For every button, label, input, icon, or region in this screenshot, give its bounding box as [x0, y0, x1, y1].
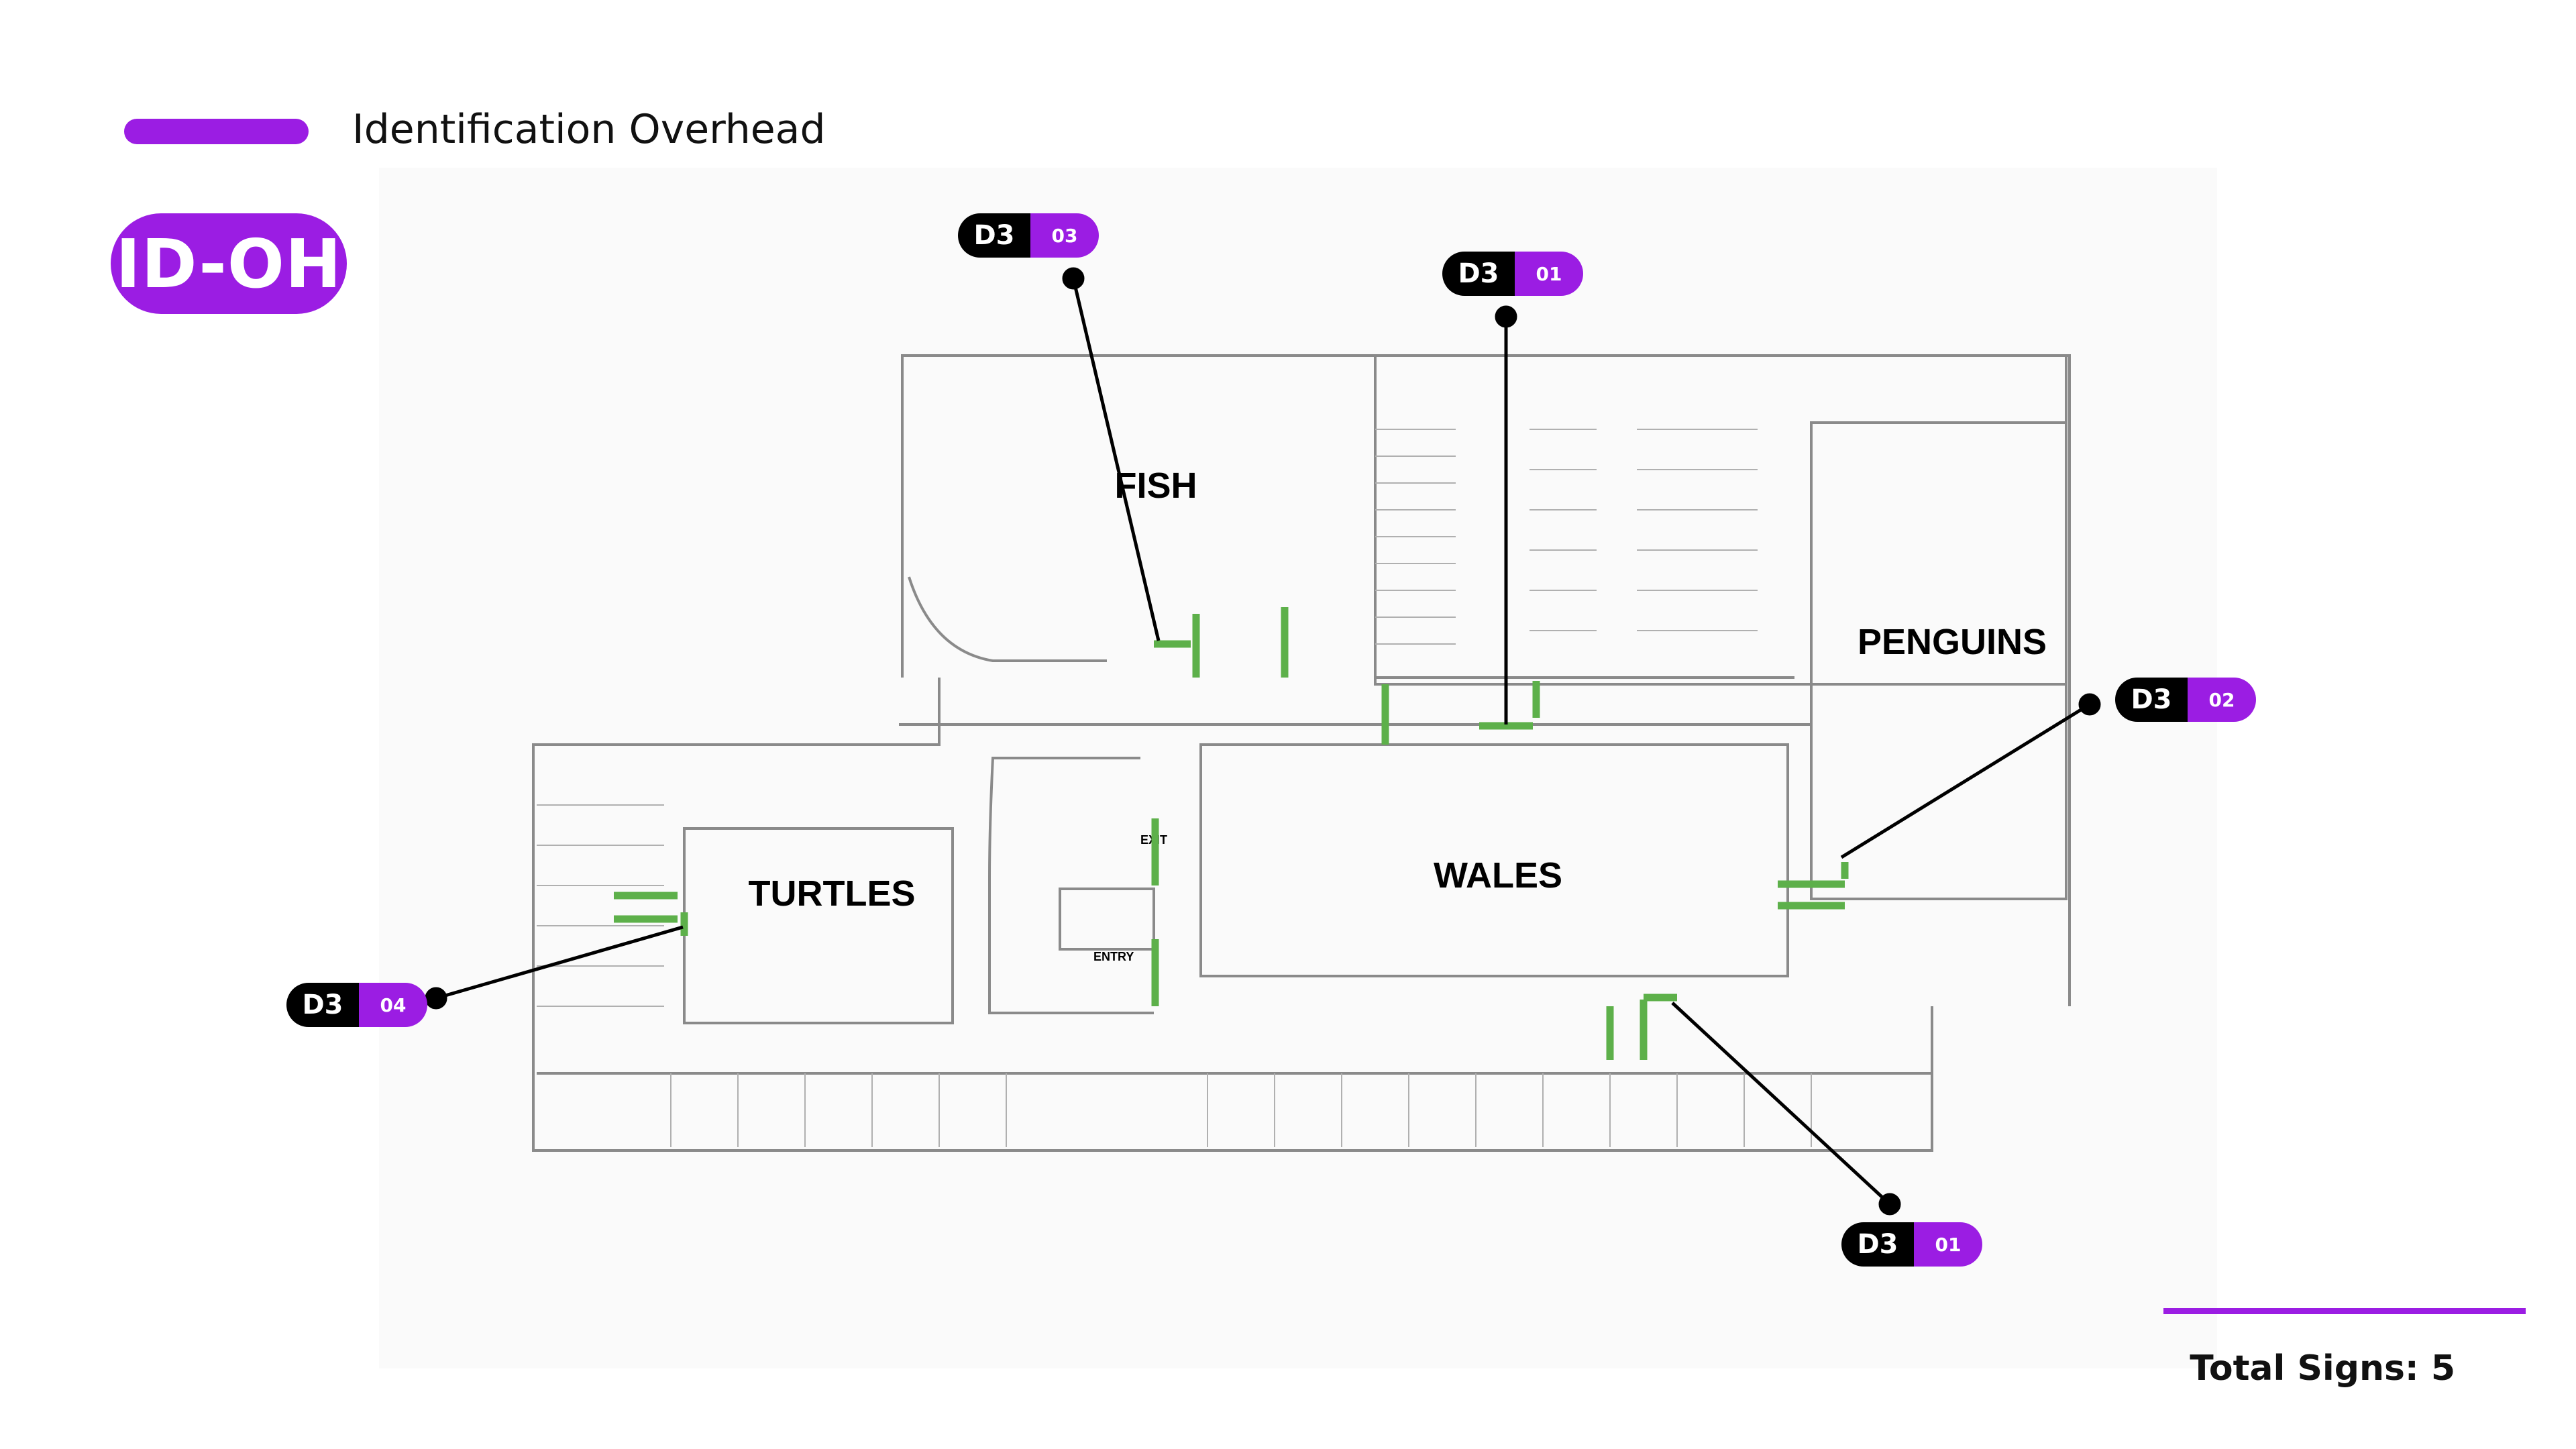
area-label-fish: FISH [1114, 466, 1197, 506]
callout-pill: D3 01 [1442, 252, 1583, 296]
total-signs-label: Total Signs: 5 [2190, 1348, 2455, 1389]
callout-type: D3 [1841, 1222, 1914, 1267]
total-rule [2163, 1308, 2526, 1314]
plan-walls [532, 354, 2071, 1152]
area-label-penguins: PENGUINS [1858, 622, 2047, 662]
leader-dot [1062, 267, 1085, 290]
callout-type: D3 [2115, 678, 2188, 722]
sign-markers [614, 607, 1849, 1060]
callout-number: 04 [359, 983, 427, 1027]
map-background [379, 168, 2217, 1368]
sign-code-badge: ID-OH [111, 213, 347, 314]
parking-stalls [537, 429, 1812, 1147]
leader-dot [2078, 693, 2101, 716]
callout-pill: D3 03 [958, 213, 1099, 258]
callout-pill: D3 01 [1841, 1222, 1982, 1267]
leader-line [1840, 702, 2091, 859]
callout-type: D3 [1442, 252, 1515, 296]
entry-label: ENTRY [1093, 950, 1134, 963]
leader-dot [1495, 305, 1517, 328]
leader-dot [425, 987, 447, 1010]
callout-number: 03 [1030, 213, 1099, 258]
legend-label: Identification Overhead [352, 106, 826, 153]
callout-type: D3 [958, 213, 1030, 258]
area-label-turtles: TURTLES [749, 873, 916, 914]
leader-line [435, 925, 684, 1000]
callout-number: 02 [2188, 678, 2256, 722]
callout-number: 01 [1515, 252, 1583, 296]
legend-swatch [124, 119, 309, 144]
callout-leaders [425, 267, 2101, 1216]
area-label-wales: WALES [1434, 855, 1562, 896]
leader-line [1671, 1002, 1891, 1205]
callout-number: 01 [1914, 1222, 1982, 1267]
leader-line [1071, 278, 1161, 641]
callout-type: D3 [286, 983, 359, 1027]
leader-dot [1878, 1193, 1901, 1216]
callout-pill: D3 04 [286, 983, 427, 1027]
callout-pill: D3 02 [2115, 678, 2256, 722]
